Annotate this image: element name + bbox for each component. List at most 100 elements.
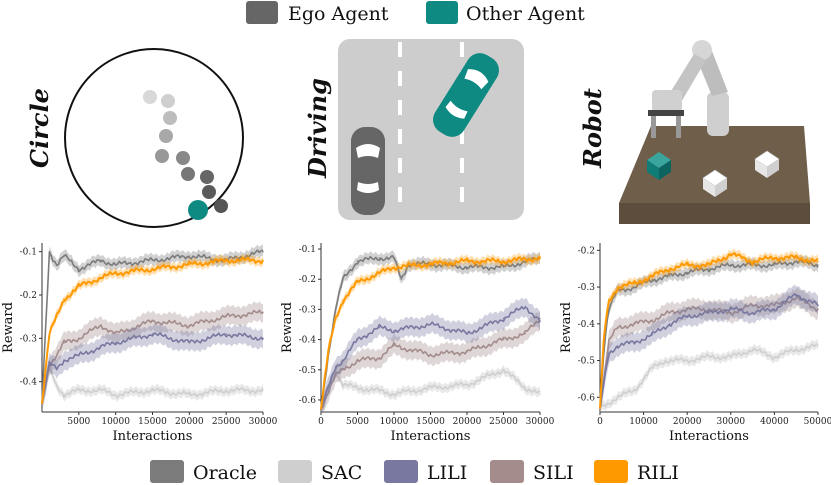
data-point-lili bbox=[393, 329, 395, 332]
ego-trail-dot bbox=[159, 129, 173, 143]
data-point-oracle bbox=[651, 278, 654, 281]
data-point-lili bbox=[262, 337, 264, 340]
data-point-rili bbox=[686, 264, 688, 266]
data-point-lili bbox=[466, 332, 468, 335]
rili-swatch bbox=[594, 460, 628, 483]
data-point-rili bbox=[356, 281, 359, 284]
data-point-oracle bbox=[686, 271, 688, 274]
green-cube-right bbox=[659, 160, 671, 180]
data-point-oracle bbox=[378, 257, 381, 259]
x-tick-label: 30000 bbox=[526, 417, 555, 427]
data-point-rili bbox=[616, 286, 619, 288]
y-tick-label: -0.2 bbox=[20, 291, 37, 301]
data-point-lili bbox=[327, 387, 330, 389]
y-axis-label: Reward bbox=[559, 302, 574, 353]
data-point-lili bbox=[524, 305, 527, 308]
x-tick-label: 30000 bbox=[716, 417, 745, 427]
data-point-sili bbox=[429, 353, 432, 356]
white-cube-left bbox=[703, 178, 715, 197]
data-point-lili bbox=[795, 293, 797, 296]
data-point-lili bbox=[78, 354, 80, 357]
x-tick-label: 10000 bbox=[101, 417, 130, 427]
data-point-lili bbox=[751, 312, 754, 314]
data-point-sac bbox=[502, 369, 505, 371]
series-band-lili bbox=[42, 323, 263, 412]
x-axis-label: Interactions bbox=[391, 429, 471, 444]
data-point-rili bbox=[63, 298, 65, 301]
data-point-sac bbox=[342, 384, 344, 386]
data-point-rili bbox=[100, 276, 102, 279]
data-point-rili bbox=[114, 272, 117, 275]
data-point-sac bbox=[78, 389, 80, 392]
data-point-sac bbox=[686, 359, 688, 362]
green-cube-left bbox=[647, 160, 659, 180]
data-point-sac bbox=[524, 387, 527, 389]
series-band-oracle bbox=[321, 250, 540, 412]
white-cube bbox=[702, 169, 728, 197]
ego-trail-dot bbox=[200, 170, 214, 184]
other-car bbox=[433, 53, 499, 137]
y-tick-label: -0.1 bbox=[20, 248, 37, 258]
series-band-sac bbox=[600, 339, 818, 412]
data-point-rili bbox=[41, 402, 43, 405]
data-point-sac bbox=[751, 348, 754, 351]
data-point-rili bbox=[599, 407, 601, 410]
data-point-rili bbox=[429, 263, 432, 265]
data-point-sili bbox=[378, 356, 381, 359]
data-point-oracle bbox=[262, 250, 264, 253]
x-axis-label: Interactions bbox=[113, 429, 193, 444]
x-tick-label: 30000 bbox=[249, 417, 278, 427]
oracle-label: Oracle bbox=[193, 462, 257, 484]
x-axis-label: Interactions bbox=[669, 429, 749, 444]
data-point-sili bbox=[55, 354, 58, 357]
data-point-oracle bbox=[48, 250, 51, 253]
data-point-sili bbox=[616, 326, 619, 329]
data-point-lili bbox=[356, 338, 359, 341]
data-point-sac bbox=[429, 387, 432, 389]
white-cube-left bbox=[755, 159, 767, 178]
data-point-rili bbox=[327, 350, 330, 353]
other-car-rear-window bbox=[445, 100, 468, 119]
ego-trail-dot bbox=[202, 185, 216, 199]
circle-track bbox=[64, 48, 244, 228]
x-tick-label: 15000 bbox=[138, 417, 167, 427]
data-point-sili bbox=[524, 332, 527, 335]
data-point-rili bbox=[188, 263, 191, 266]
y-tick-label: -0.6 bbox=[578, 393, 596, 403]
gripper-mount bbox=[648, 110, 684, 116]
y-tick-label: -0.3 bbox=[299, 305, 317, 315]
data-point-rili bbox=[502, 260, 505, 262]
data-point-lili bbox=[539, 320, 541, 323]
data-point-rili bbox=[730, 253, 732, 255]
data-point-rili bbox=[708, 264, 710, 266]
data-point-sili bbox=[607, 341, 610, 344]
y-tick-label: -0.2 bbox=[578, 246, 595, 256]
ego-agent-dot bbox=[214, 199, 228, 213]
data-point-sili bbox=[78, 337, 80, 340]
oracle-swatch bbox=[150, 460, 184, 483]
x-tick-label: 20000 bbox=[453, 417, 482, 427]
data-point-sili bbox=[751, 304, 754, 307]
data-point-lili bbox=[378, 326, 381, 329]
y-tick-label: -0.4 bbox=[20, 378, 38, 388]
ego-trail-dot bbox=[143, 90, 157, 104]
data-point-rili bbox=[334, 317, 337, 320]
other-car-windshield bbox=[464, 69, 489, 90]
data-point-sac bbox=[356, 387, 359, 389]
series-band-lili bbox=[321, 297, 540, 412]
other-agent-swatch bbox=[426, 1, 458, 24]
data-point-sili bbox=[63, 341, 65, 344]
x-tick-label: 15000 bbox=[416, 417, 445, 427]
data-point-rili bbox=[466, 260, 468, 262]
data-point-sac bbox=[262, 389, 264, 392]
data-point-sili bbox=[262, 311, 264, 314]
data-point-lili bbox=[55, 367, 58, 370]
sac-swatch bbox=[278, 460, 312, 483]
y-axis-label: Reward bbox=[1, 302, 16, 353]
data-point-rili bbox=[607, 301, 610, 303]
data-point-oracle bbox=[55, 263, 58, 266]
white-cube-right bbox=[715, 178, 727, 197]
